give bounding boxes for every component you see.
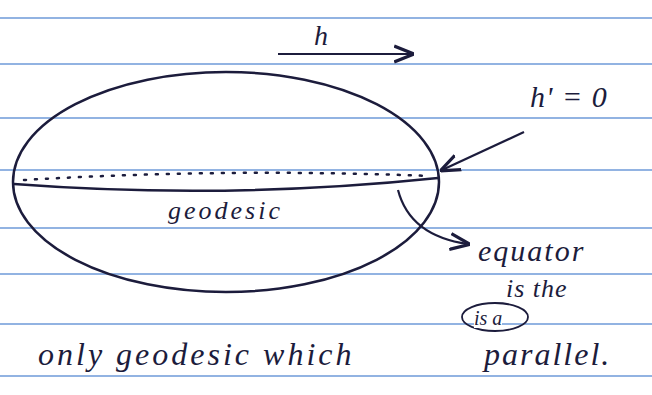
handwritten-note: is the: [506, 276, 568, 302]
handwritten-note: parallel.: [484, 338, 611, 370]
ruled-lines: [0, 18, 652, 376]
handwritten-note: h' = 0: [530, 82, 608, 112]
handwritten-note: equator: [478, 236, 585, 266]
insert-circle: [462, 303, 528, 331]
pointer-arrow: [442, 132, 524, 170]
ellipsoid-outline: [13, 72, 439, 292]
equator-front: [14, 178, 438, 191]
pointer-arrow: [398, 190, 468, 244]
handwritten-note: h: [314, 22, 328, 50]
equator-back: [24, 173, 430, 180]
direction-arrow: [278, 53, 412, 55]
handwritten-note: is a: [474, 308, 502, 328]
handwritten-note: geodesic: [168, 198, 283, 224]
handwritten-note: only geodesic which: [38, 338, 354, 370]
